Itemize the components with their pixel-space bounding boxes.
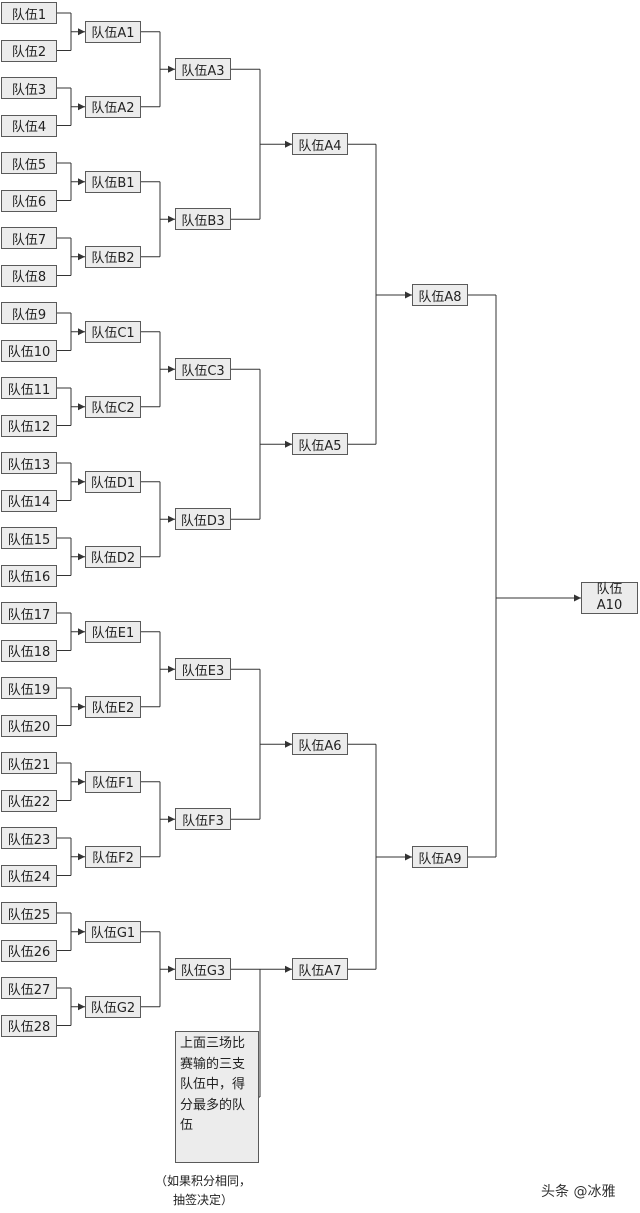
round4-node-4: 队伍A7 [292, 958, 348, 981]
round2-node-14: 队伍G2 [85, 995, 141, 1018]
team-node-7: 队伍7 [1, 227, 57, 249]
team-node-18: 队伍18 [1, 639, 57, 662]
round3-node-4: 队伍D3 [175, 508, 231, 531]
r1-7-arrow [78, 553, 85, 561]
round2-node-11: 队伍F1 [85, 770, 141, 793]
round3-node-2: 队伍B3 [175, 208, 231, 231]
round2-node-8: 队伍D2 [85, 545, 141, 568]
team-node-5: 队伍5 [1, 152, 57, 174]
round4-node-2: 队伍A5 [292, 433, 348, 456]
r1-9-arrow [78, 703, 85, 711]
team-node-8: 队伍8 [1, 264, 57, 287]
team-node-12: 队伍12 [1, 414, 57, 437]
r1-0-arrow [78, 28, 85, 36]
round3-node-3: 队伍C3 [175, 358, 231, 381]
r1-4-arrow [78, 328, 85, 336]
round2-node-1: 队伍A1 [85, 20, 141, 43]
round3-node-5: 队伍E3 [175, 658, 231, 681]
team-node-13: 队伍13 [1, 452, 57, 474]
team-node-2: 队伍2 [1, 39, 57, 62]
team-node-20: 队伍20 [1, 714, 57, 737]
team-node-3: 队伍3 [1, 77, 57, 99]
tiebreak-caption-line1: （如果积分相同， [154, 1174, 251, 1188]
r2-4-arrow [168, 665, 175, 673]
round2-node-3: 队伍B1 [85, 170, 141, 193]
team-node-10: 队伍10 [1, 339, 57, 362]
r3-2-arrow [285, 740, 292, 748]
team-node-26: 队伍26 [1, 939, 57, 962]
tiebreak-caption-line2: 抽签决定） [172, 1193, 233, 1207]
round2-node-2: 队伍A2 [85, 95, 141, 118]
round5-node-2: 队伍A9 [412, 846, 468, 868]
r1-2-arrow [78, 178, 85, 186]
r3-0-arrow [285, 140, 292, 148]
round2-node-10: 队伍E2 [85, 695, 141, 718]
r1-13-arrow [78, 1003, 85, 1011]
team-node-14: 队伍14 [1, 489, 57, 512]
round3-node-7: 队伍G3 [175, 958, 231, 981]
team-node-16: 队伍16 [1, 564, 57, 587]
team-node-22: 队伍22 [1, 789, 57, 812]
r4-1-arrow [405, 853, 412, 861]
r4-0-arrow [405, 291, 412, 299]
round3-node-6: 队伍F3 [175, 808, 231, 831]
watermark: 头条 @冰雅 [541, 1184, 616, 1200]
team-node-25: 队伍25 [1, 902, 57, 924]
team-node-24: 队伍24 [1, 864, 57, 887]
team-node-17: 队伍17 [1, 602, 57, 624]
round5-node-1: 队伍A8 [412, 284, 468, 306]
r2-3-arrow [168, 515, 175, 523]
final-node: 队伍A10 [581, 582, 638, 614]
team-node-19: 队伍19 [1, 677, 57, 699]
tiebreak-note: 上面三场比赛输的三支队伍中，得分最多的队伍 [175, 1031, 259, 1163]
r2-0-arrow [168, 65, 175, 73]
team-node-23: 队伍23 [1, 827, 57, 849]
round2-node-9: 队伍E1 [85, 620, 141, 643]
r2-5-arrow [168, 815, 175, 823]
r5-0-arrow [574, 594, 581, 602]
team-node-11: 队伍11 [1, 377, 57, 399]
r1-1-arrow [78, 103, 85, 111]
team-node-27: 队伍27 [1, 977, 57, 999]
round2-node-12: 队伍F2 [85, 845, 141, 868]
round2-node-4: 队伍B2 [85, 245, 141, 268]
r1-12-arrow [78, 928, 85, 936]
team-node-21: 队伍21 [1, 752, 57, 774]
r2-6-arrow [168, 965, 175, 973]
round2-node-6: 队伍C2 [85, 395, 141, 418]
team-node-9: 队伍9 [1, 302, 57, 324]
team-node-4: 队伍4 [1, 114, 57, 137]
r1-6-arrow [78, 478, 85, 486]
round2-node-5: 队伍C1 [85, 320, 141, 343]
r1-11-arrow [78, 853, 85, 861]
r1-8-arrow [78, 628, 85, 636]
r1-10-arrow [78, 778, 85, 786]
team-node-6: 队伍6 [1, 189, 57, 212]
r2-2-arrow [168, 365, 175, 373]
r2-1-arrow [168, 215, 175, 223]
round4-node-1: 队伍A4 [292, 133, 348, 156]
r1-3-arrow [78, 253, 85, 261]
round4-node-3: 队伍A6 [292, 733, 348, 756]
g3-to-a7-arrow [285, 965, 292, 973]
r1-5-arrow [78, 403, 85, 411]
team-node-15: 队伍15 [1, 527, 57, 549]
round2-node-7: 队伍D1 [85, 470, 141, 493]
round2-node-13: 队伍G1 [85, 920, 141, 943]
round3-node-1: 队伍A3 [175, 58, 231, 81]
team-node-28: 队伍28 [1, 1014, 57, 1037]
r3-1-arrow [285, 440, 292, 448]
team-node-1: 队伍1 [1, 2, 57, 24]
